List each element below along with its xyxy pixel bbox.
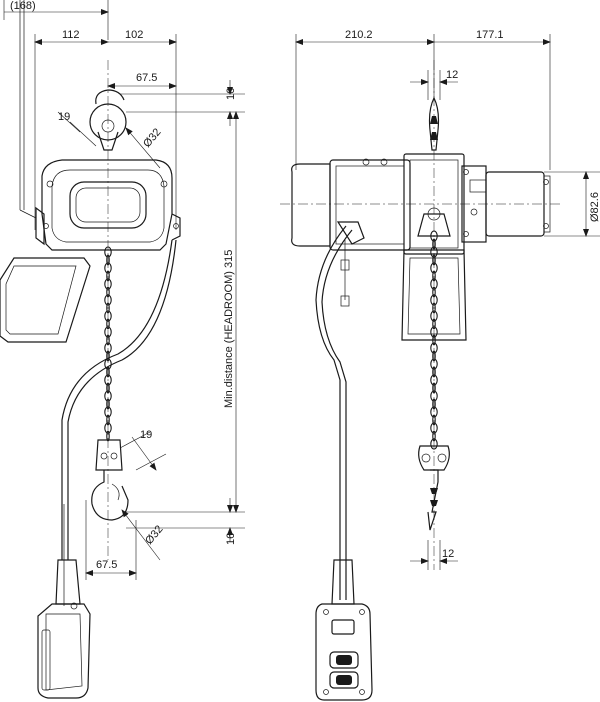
- chain-link: [432, 430, 436, 442]
- side-view: 210.2 177.1 12: [280, 29, 600, 701]
- chain-link: [104, 374, 112, 386]
- chain-link: [432, 366, 436, 378]
- chain-link: [430, 390, 438, 402]
- chain-link: [432, 302, 436, 314]
- chain-link: [104, 358, 112, 370]
- top-hook-offset-label: 67.5: [136, 72, 157, 84]
- headroom-label: Min.distance (HEADROOM) 315: [223, 250, 235, 408]
- chain-link: [432, 270, 436, 282]
- chain-link: [106, 254, 110, 266]
- chain-link: [104, 262, 112, 274]
- chain-link: [106, 430, 110, 442]
- hoist-body-front: [19, 0, 181, 251]
- chain-link: [430, 246, 438, 258]
- side-bottom-hook-label: 12: [442, 548, 454, 560]
- chain-link: [430, 326, 438, 338]
- chain-link: [430, 422, 438, 434]
- load-chain-front: [104, 60, 112, 560]
- chain-link: [106, 302, 110, 314]
- chain-link: [432, 350, 436, 362]
- chain-link: [432, 414, 436, 426]
- chain-link: [430, 358, 438, 370]
- headroom-dimension: 16 Min.distance (HEADROOM) 315 16: [120, 80, 245, 545]
- chain-link: [432, 286, 436, 298]
- chain-link: [104, 342, 112, 354]
- chain-link: [106, 414, 110, 426]
- chain-link: [430, 278, 438, 290]
- chain-link: [104, 294, 112, 306]
- top-hook-dia-label: Ø32: [141, 126, 164, 150]
- motor-diameter-label: Ø82.6: [589, 192, 600, 222]
- top-hook-offset-dimension: 67.5: [107, 72, 177, 89]
- top-hook: 19 Ø32: [57, 89, 164, 169]
- side-width-dimensions: 210.2 177.1: [295, 29, 551, 170]
- chain-link: [430, 342, 438, 354]
- pendant-cable-front: [55, 239, 177, 606]
- top-overall-dimension: (168): [3, 0, 109, 40]
- hoist-body-side: [280, 60, 560, 570]
- side-bottom-hook: 12: [410, 445, 458, 570]
- side-left-width-label: 210.2: [345, 29, 373, 41]
- chain-link: [432, 254, 436, 266]
- right-width-label: 102: [125, 29, 143, 41]
- side-top-hook-label: 12: [446, 69, 458, 81]
- bottom-hook: 19 Ø32 67.5: [85, 429, 167, 580]
- chain-link: [430, 406, 438, 418]
- pendant-cable-side: [315, 221, 365, 605]
- chain-link: [430, 294, 438, 306]
- pendant-side: [315, 603, 373, 701]
- side-chain-block: [401, 207, 467, 341]
- chain-link: [106, 286, 110, 298]
- top-overall-label: (168): [10, 0, 36, 12]
- chain-link: [430, 374, 438, 386]
- top-hook-width-label: 19: [58, 111, 70, 123]
- side-top-hook-dimension: 12: [410, 69, 458, 100]
- chain-link: [104, 390, 112, 402]
- chain-link: [104, 278, 112, 290]
- chain-link: [432, 398, 436, 410]
- width-dimensions: 112 102: [34, 29, 177, 230]
- chain-link: [432, 382, 436, 394]
- chain-link: [432, 334, 436, 346]
- left-width-label: 112: [62, 29, 80, 41]
- chain-link: [106, 318, 110, 330]
- pendant-front: [37, 602, 91, 699]
- top-gap-label: 16: [225, 88, 237, 100]
- chain-link: [104, 310, 112, 322]
- bottom-hook-dia-label: Ø32: [143, 523, 166, 547]
- chain-link: [104, 246, 112, 258]
- front-view: (168) 112 102 67.5 16 Min.distance (HEAD…: [0, 0, 245, 699]
- chain-link: [106, 350, 110, 362]
- chain-link: [106, 382, 110, 394]
- chain-link: [430, 230, 438, 242]
- chain-link: [430, 438, 438, 450]
- chain-link: [430, 310, 438, 322]
- motor-diameter-dimension: Ø82.6: [544, 171, 600, 237]
- load-chain-side: [430, 230, 438, 450]
- chain-link: [106, 398, 110, 410]
- chain-link: [106, 334, 110, 346]
- side-right-width-label: 177.1: [476, 29, 504, 41]
- bottom-hook-width-label: 19: [140, 429, 152, 441]
- chain-bag-front: [0, 257, 91, 343]
- chain-link: [106, 270, 110, 282]
- bottom-hook-offset-label: 67.5: [96, 559, 117, 571]
- chain-link: [104, 406, 112, 418]
- chain-link: [430, 262, 438, 274]
- chain-link: [432, 238, 436, 250]
- bottom-gap-label: 16: [225, 533, 237, 545]
- chain-link: [104, 326, 112, 338]
- chain-link: [104, 422, 112, 434]
- chain-link: [432, 318, 436, 330]
